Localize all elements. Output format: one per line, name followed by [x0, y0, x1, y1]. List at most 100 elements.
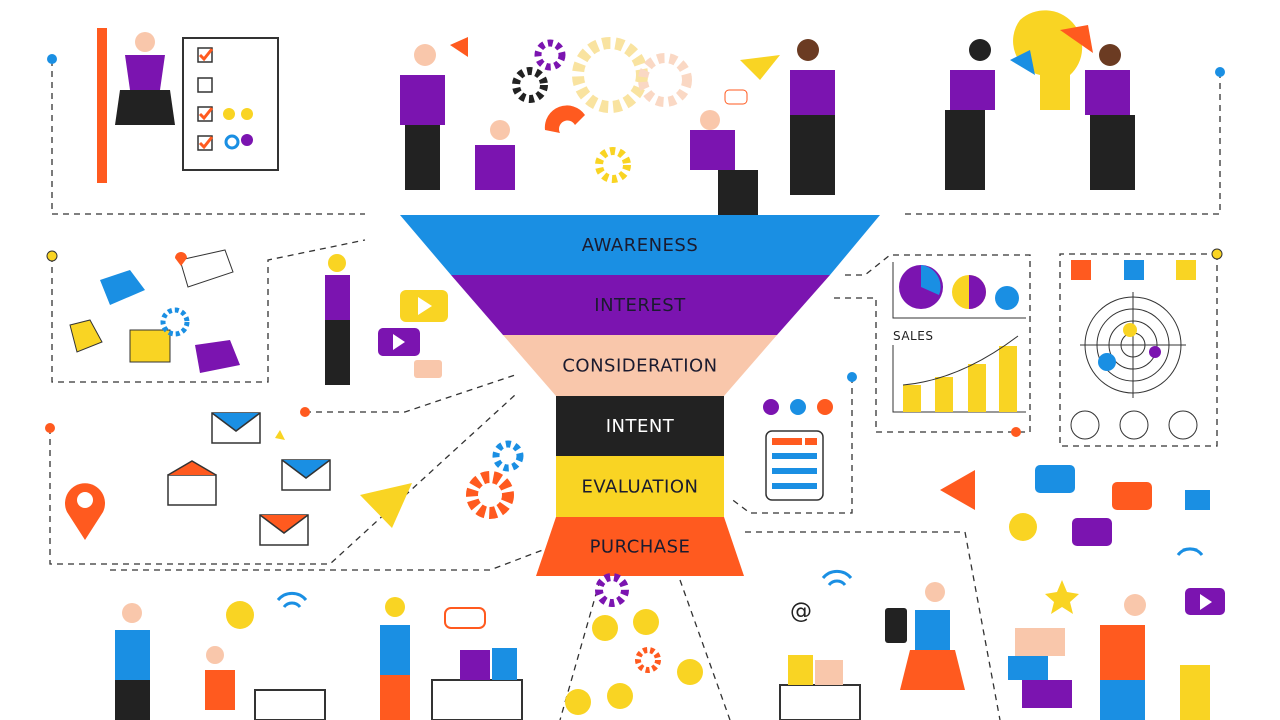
connector-top-right	[905, 72, 1221, 215]
funnel-stage-label: PURCHASE	[590, 537, 691, 558]
funnel-stage-interest	[451, 275, 830, 335]
user-avatar-icon	[1070, 410, 1100, 440]
thumb-up-icon	[100, 270, 145, 305]
funnel-stage-purchase	[536, 517, 744, 576]
connector-emails	[49, 394, 516, 565]
hand-icon	[179, 249, 234, 288]
connector-bottom-right	[745, 531, 1001, 720]
heart-bubble-icon	[1112, 482, 1152, 510]
awareness-team-scene	[400, 37, 835, 215]
user-avatar-icon	[1119, 410, 1149, 440]
user-icon	[1176, 260, 1196, 280]
connector-checklist	[729, 377, 853, 514]
funnel-stage-awareness	[400, 215, 880, 275]
gear-icon	[512, 67, 548, 103]
user-icon	[1071, 260, 1091, 280]
user-icon	[1124, 260, 1144, 280]
star-icon	[275, 430, 285, 440]
shopping-cart-icon	[254, 689, 326, 720]
megaphone-icon	[450, 37, 468, 57]
audience-target-panel	[1070, 260, 1198, 440]
wifi-icon	[1176, 547, 1204, 556]
shopping-cart-icon	[431, 679, 523, 720]
funnel-stage-label: INTEREST	[594, 295, 686, 316]
video-content-scene	[325, 254, 448, 385]
shopping-scenes: @	[115, 569, 1225, 720]
dot-orange	[300, 407, 310, 417]
funnel-stage-label: CONSIDERATION	[562, 356, 717, 377]
heart-icon	[175, 252, 187, 266]
social-engagement-scene	[940, 465, 1210, 614]
idea-team-scene	[945, 10, 1135, 190]
heart-bubble-icon	[1072, 518, 1112, 546]
pencil-icon	[97, 28, 107, 183]
lightbulb-icon	[1013, 10, 1083, 110]
sales-analytics-panel: SALES	[892, 262, 1026, 413]
chat-bubble-icon	[724, 89, 748, 105]
dollar-coin-icon	[677, 659, 703, 685]
funnel-stage-consideration	[503, 335, 777, 396]
connector-dots	[45, 54, 1225, 437]
funnel-stage-evaluation	[556, 456, 724, 517]
smiley-icon	[1009, 513, 1037, 541]
gear-icon	[595, 573, 629, 607]
email-icon	[167, 474, 217, 506]
video-play-icon	[414, 360, 442, 378]
hands-feedback-scene	[69, 249, 240, 373]
dollar-coin-icon	[565, 689, 591, 715]
at-sign-icon: @	[790, 599, 812, 624]
star-icon	[1045, 580, 1079, 614]
dollar-coin-icon	[633, 609, 659, 635]
dollar-coin-icon	[592, 615, 618, 641]
dot-blue	[847, 372, 857, 382]
wifi-icon	[276, 591, 308, 609]
heart-bubble-icon	[1035, 465, 1075, 493]
gear-icon	[638, 53, 692, 107]
person-woman	[125, 55, 165, 90]
megaphone-icon	[940, 470, 975, 510]
sales-bar	[903, 385, 921, 412]
funnel-stage-label: EVALUATION	[581, 477, 698, 498]
funnel-stage-label: INTENT	[606, 416, 675, 437]
gear-icon	[635, 647, 661, 673]
connector-bottom-left	[110, 544, 557, 571]
gear-icon	[466, 471, 514, 519]
gear-icon	[595, 147, 631, 183]
hand-icon	[129, 329, 171, 363]
tablet-icon	[885, 608, 907, 643]
dot-yellow	[1211, 248, 1223, 260]
connector-top-left	[51, 60, 365, 215]
dot-orange	[1011, 427, 1021, 437]
dot-blue	[1215, 67, 1225, 77]
connector-sales	[830, 254, 1031, 433]
connector-person-left	[305, 374, 516, 413]
connector-mid-left	[51, 239, 366, 383]
gear-icon	[492, 440, 524, 472]
chat-bubble-icon	[444, 607, 486, 629]
hand-icon	[195, 340, 240, 373]
dollar-coin-icon	[607, 683, 633, 709]
location-pin-icon	[65, 483, 105, 540]
gear-icon	[572, 37, 648, 113]
shopping-cart-icon	[779, 684, 861, 720]
form-checklist-icon	[763, 399, 833, 501]
funnel-stage-label: AWARENESS	[582, 235, 699, 256]
thumb-up-icon	[1185, 490, 1210, 510]
sales-bar	[999, 346, 1017, 412]
paper-plane-icon	[740, 55, 780, 80]
user-avatar-icon	[1168, 410, 1198, 440]
funnel-stage-intent	[556, 396, 724, 456]
paper-plane-icon	[360, 483, 412, 528]
dot-orange	[45, 423, 55, 433]
pie-chart-icon	[995, 286, 1019, 310]
magnet-icon	[544, 105, 585, 133]
gear-icon	[534, 39, 566, 71]
email-marketing-scene	[65, 412, 524, 551]
dot-yellow	[46, 250, 58, 262]
funnel: AWARENESS INTEREST CONSIDERATION INTENT EVAL…	[400, 215, 880, 576]
sales-bar	[968, 364, 986, 412]
dot-blue	[47, 54, 57, 64]
thumb-up-icon	[69, 319, 103, 353]
